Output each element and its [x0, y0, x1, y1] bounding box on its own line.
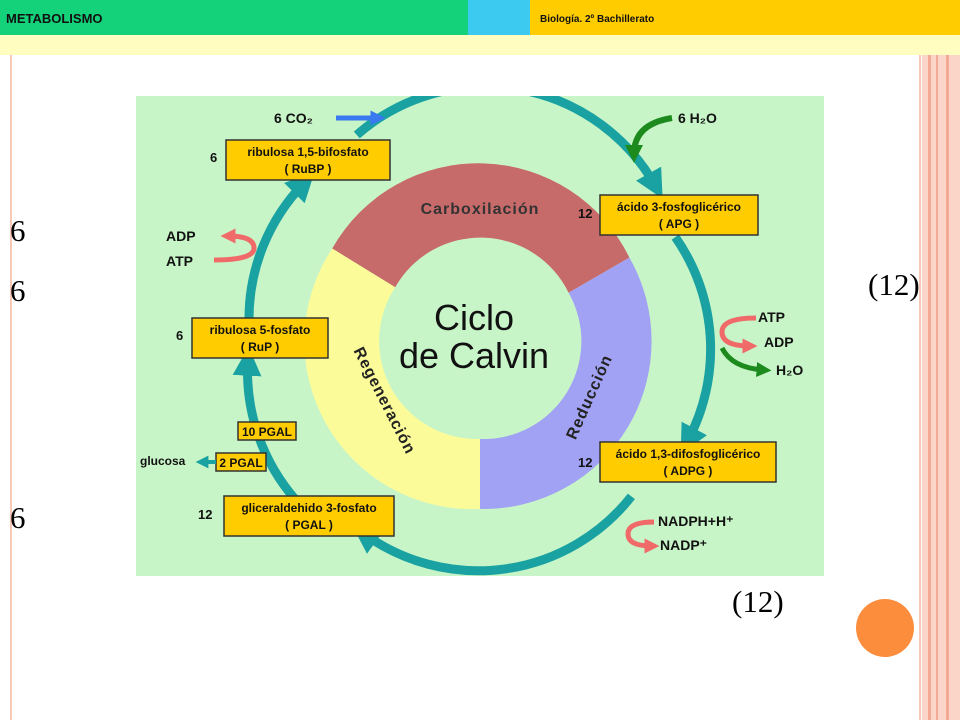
- side-number-left-2: 6: [10, 273, 26, 308]
- left-atp-label: ATP: [166, 253, 193, 269]
- rup-box: [191, 317, 329, 359]
- header-accent-block: [468, 0, 530, 35]
- rubp-box: [225, 139, 391, 181]
- apg-coefficient: 12: [578, 206, 592, 221]
- side-number-left-1: 6: [10, 213, 26, 248]
- rubp-name: ribulosa 1,5-bifosfato: [247, 145, 368, 159]
- right-adp-label: ADP: [764, 334, 794, 350]
- rubp-abbr: ( RuBP ): [284, 162, 331, 176]
- phase-label-carboxylation: Carboxilación: [421, 201, 540, 218]
- header-underline-strip: [0, 35, 960, 55]
- nadph-label: NADPH+H⁺: [658, 513, 733, 529]
- header-title: METABOLISMO: [6, 11, 103, 26]
- right-h2o-arrow: [719, 346, 772, 378]
- left-adp-label: ADP: [166, 228, 196, 244]
- left-atp-adp-arrow: [213, 228, 257, 263]
- nadp-label: NADP⁺: [660, 537, 707, 553]
- rubp-coefficient: 6: [210, 150, 217, 165]
- cycle-arrow-to-rubp: [244, 172, 315, 321]
- header-subtitle-bar: [530, 0, 960, 35]
- pgal-abbr: ( PGAL ): [285, 518, 333, 532]
- phase-carboxylation: [332, 163, 630, 293]
- right-atp-label: ATP: [758, 309, 785, 325]
- right-margin-line: [919, 55, 921, 720]
- pgal-coefficient: 12: [198, 507, 212, 522]
- apg-box: [599, 194, 759, 236]
- input-co2-label: 6 CO₂: [274, 110, 313, 126]
- orange-circle-decoration: [856, 599, 914, 657]
- input-h2o-label: 6 H₂O: [678, 110, 717, 126]
- glucosa-label: glucosa: [140, 454, 186, 468]
- adpg-box: [599, 441, 777, 483]
- apg-name: ácido 3-fosfoglicérico: [617, 200, 741, 214]
- right-atp-adp-arrow: [719, 315, 758, 354]
- right-stripe-3: [946, 55, 949, 720]
- pgal-box: [223, 495, 395, 537]
- header-subtitle: Biología. 2º Bachillerato: [540, 14, 655, 25]
- rup-abbr: ( RuP ): [241, 340, 279, 354]
- nadph-nadp-arrow: [625, 519, 660, 554]
- cycle-center: [382, 243, 578, 439]
- phase-regeneration: [304, 248, 480, 510]
- diagram-title-line2: de Calvin: [399, 335, 549, 376]
- diagram-title-line1: Ciclo: [434, 297, 514, 338]
- calvin-cycle-diagram: Carboxilación Reducción Regeneración Cic…: [136, 82, 824, 576]
- pgal10-box: [237, 421, 297, 441]
- adpg-coefficient: 12: [578, 455, 592, 470]
- pgal-name: gliceraldehido 3-fosfato: [241, 501, 376, 515]
- adpg-abbr: ( ADPG ): [664, 464, 713, 478]
- left-margin-line: [10, 55, 12, 720]
- rup-coefficient: 6: [176, 328, 183, 343]
- apg-abbr: ( APG ): [659, 217, 699, 231]
- adpg-name: ácido 1,3-difosfoglicérico: [616, 447, 761, 461]
- side-number-bottom: (12): [732, 584, 784, 619]
- right-stripe-1: [928, 55, 931, 720]
- pgal10-label: 10 PGAL: [242, 425, 292, 439]
- cycle-arrow-to-adpg: [671, 234, 716, 454]
- header-title-bar: [0, 0, 468, 35]
- calvin-cycle-svg: Carboxilación Reducción Regeneración Cic…: [136, 82, 824, 576]
- rup-name: ribulosa 5-fosfato: [210, 323, 311, 337]
- h2o-input-arrow: [625, 115, 673, 163]
- pgal2-label: 2 PGAL: [219, 456, 262, 470]
- right-stripe-2: [936, 55, 938, 720]
- side-number-left-3: 6: [10, 500, 26, 535]
- cycle-arrow-to-pgal: [352, 493, 635, 576]
- side-number-right: (12): [868, 267, 920, 302]
- right-h2o-label: H₂O: [776, 362, 803, 378]
